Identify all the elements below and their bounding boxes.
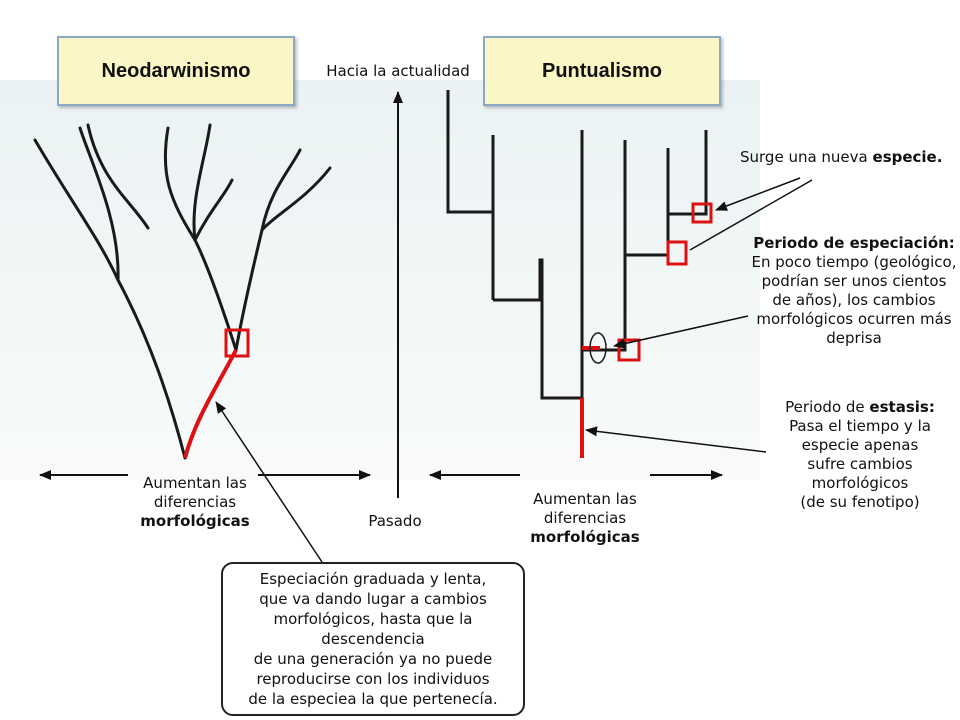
gradual-red-lineage bbox=[183, 349, 238, 459]
box-new-species bbox=[691, 202, 713, 224]
box-speciation-lower bbox=[617, 338, 641, 362]
new-species-label: Surge una nueva especie. bbox=[740, 148, 960, 167]
right-diff-line1: Aumentan las bbox=[533, 490, 637, 508]
speciation-line1: En poco tiempo (geológico, bbox=[751, 253, 957, 271]
stasis-line2: especie apenas bbox=[801, 436, 919, 454]
left-diff-line2: diferencias bbox=[153, 493, 237, 511]
note-line5: reproducirse con los individuos bbox=[256, 670, 490, 688]
speciation-title: Periodo de especiación: bbox=[753, 234, 955, 252]
stasis-prefix: Periodo de bbox=[785, 398, 870, 416]
speciation-line4: morfológicos ocurren más bbox=[756, 310, 952, 328]
arrow-stasis bbox=[585, 426, 767, 453]
right-diff-line2: diferencias bbox=[543, 509, 627, 527]
gradual-tree bbox=[33, 123, 332, 460]
right-diff-line3: morfológicas bbox=[530, 528, 640, 546]
stasis-bold: estasis: bbox=[869, 398, 935, 416]
left-diff-label: Aumentan las diferencias morfológicas bbox=[120, 474, 270, 531]
right-diff-label: Aumentan las diferencias morfológicas bbox=[510, 490, 660, 547]
speciation-label: Periodo de especiación: En poco tiempo (… bbox=[748, 234, 960, 348]
arrow-new-species-2 bbox=[689, 179, 813, 251]
speciation-line2: podrían ser unos cientos bbox=[761, 272, 947, 290]
speciation-oval bbox=[589, 332, 607, 364]
stasis-title: Periodo de estasis: bbox=[760, 398, 960, 417]
arrow-new-species bbox=[715, 177, 801, 211]
punctuated-red-segments bbox=[580, 346, 600, 458]
title-puntualismo: Puntualismo bbox=[483, 36, 721, 106]
note-line3: morfológicos, hasta que la descendencia bbox=[273, 610, 473, 648]
note-line2: que va dando lugar a cambios bbox=[259, 590, 487, 608]
background-wash bbox=[0, 80, 760, 480]
punctuated-tree bbox=[446, 90, 708, 400]
note-line6: de la especiea la que pertenecía. bbox=[248, 690, 498, 708]
axis-top-label: Hacia la actualidad bbox=[326, 62, 470, 80]
box-speciation-mid bbox=[666, 240, 688, 266]
stasis-line1: Pasa el tiempo y la bbox=[789, 417, 931, 435]
speciation-line3: de años), los cambios bbox=[772, 291, 936, 309]
new-species-text: Surge una nueva bbox=[740, 148, 873, 166]
left-diff-line1: Aumentan las bbox=[143, 474, 247, 492]
gradual-speciation-note: Especiación graduada y lenta, que va dan… bbox=[221, 562, 525, 716]
note-line4: de una generación ya no puede bbox=[253, 650, 493, 668]
new-species-bold: especie. bbox=[872, 148, 943, 166]
gradual-highlight-box bbox=[224, 328, 250, 358]
arrow-speciation bbox=[613, 315, 749, 349]
speciation-line5: deprisa bbox=[826, 329, 882, 347]
arrow-gradual-note bbox=[215, 401, 323, 563]
left-diff-line3: morfológicas bbox=[140, 512, 250, 530]
note-line1: Especiación graduada y lenta, bbox=[259, 570, 487, 588]
stasis-label: Periodo de estasis: Pasa el tiempo y la … bbox=[760, 398, 960, 512]
stasis-line5: (de su fenotipo) bbox=[800, 493, 920, 511]
stasis-line3: sufre cambios bbox=[807, 455, 913, 473]
stasis-line4: morfológicos bbox=[811, 474, 909, 492]
title-neodarwinismo: Neodarwinismo bbox=[57, 36, 295, 106]
axis-bottom-label: Pasado bbox=[368, 512, 422, 530]
